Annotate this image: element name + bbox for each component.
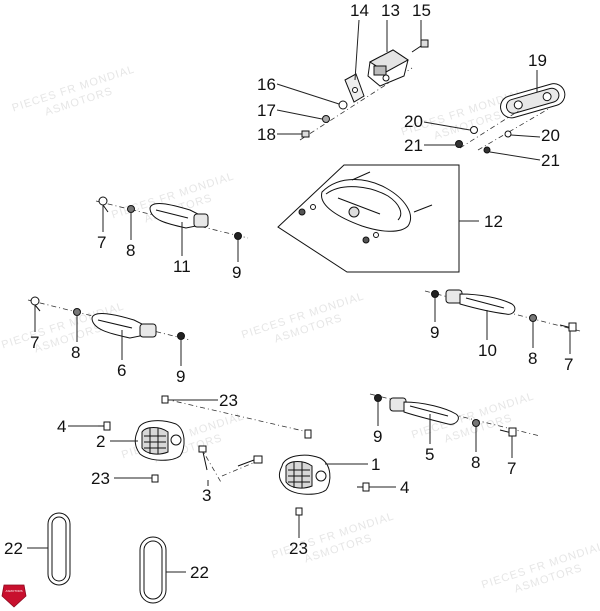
nut xyxy=(455,140,463,148)
assembly-axis xyxy=(221,459,261,477)
callout-3: 3 xyxy=(202,486,211,505)
nut xyxy=(322,115,330,123)
callout-8: 8 xyxy=(471,453,480,472)
callout-9: 9 xyxy=(430,323,439,342)
callout-18: 18 xyxy=(257,125,276,144)
assembly-axis xyxy=(199,445,223,485)
screw xyxy=(304,429,312,439)
washer xyxy=(73,308,81,316)
callout-7: 7 xyxy=(564,355,573,374)
bolt xyxy=(98,196,109,213)
callout-1: 1 xyxy=(371,455,380,474)
seal-right xyxy=(139,536,167,604)
callout-8: 8 xyxy=(71,343,80,362)
front-left-indicator-assembly xyxy=(27,296,191,341)
callout-12: 12 xyxy=(484,212,503,231)
callout-19: 19 xyxy=(528,51,547,70)
bolt xyxy=(198,445,208,471)
screw xyxy=(301,130,310,138)
leader-lines xyxy=(27,19,571,573)
callout-7: 7 xyxy=(30,333,39,352)
indicator-lamp xyxy=(445,289,516,315)
callout-21: 21 xyxy=(404,136,423,155)
callout-8: 8 xyxy=(126,241,135,260)
callout-23: 23 xyxy=(91,469,110,488)
washer xyxy=(472,419,480,427)
assembly-axis xyxy=(164,398,309,433)
callout-13: 13 xyxy=(381,1,400,20)
nut xyxy=(177,332,185,340)
headlight-fasteners xyxy=(98,395,370,516)
nut xyxy=(234,232,242,240)
plate-bracket-assembly xyxy=(455,83,566,154)
callout-10: 10 xyxy=(478,341,497,360)
nut xyxy=(374,394,382,402)
washer xyxy=(529,314,537,322)
callout-4: 4 xyxy=(400,478,409,497)
plate-light-assembly xyxy=(299,39,429,141)
callout-5: 5 xyxy=(425,445,434,464)
callout-14: 14 xyxy=(350,1,369,20)
bolt xyxy=(357,482,370,492)
callout-9: 9 xyxy=(232,263,241,282)
callout-23: 23 xyxy=(289,539,308,558)
bolt xyxy=(98,421,111,431)
rear-left-indicator-assembly xyxy=(95,196,249,240)
bracket xyxy=(344,73,365,103)
indicator-lamp xyxy=(91,313,157,339)
assembly-axis xyxy=(27,299,191,341)
callout-8: 8 xyxy=(528,349,537,368)
bolt xyxy=(30,296,41,312)
nut xyxy=(431,290,439,298)
plate-bracket xyxy=(500,83,566,119)
headlight-right xyxy=(278,454,331,495)
rear-right-indicator-assembly xyxy=(424,289,581,332)
callout-20: 20 xyxy=(404,112,423,131)
brand-logo: ASMOTORS xyxy=(1,584,27,608)
callout-2: 2 xyxy=(96,432,105,451)
screw xyxy=(411,39,429,53)
bolt xyxy=(559,322,577,332)
screw xyxy=(295,507,303,516)
callout-7: 7 xyxy=(97,233,106,252)
front-right-indicator-assembly xyxy=(369,393,541,437)
callout-16: 16 xyxy=(257,75,276,94)
washer xyxy=(470,126,478,134)
seal-left xyxy=(47,512,71,586)
callout-7: 7 xyxy=(507,459,516,478)
callout-9: 9 xyxy=(373,427,382,446)
callout-4: 4 xyxy=(57,417,66,436)
indicator-lamp xyxy=(149,203,209,229)
callout-6: 6 xyxy=(117,361,126,380)
washer xyxy=(504,130,512,138)
callout-labels: 13 14 15 16 17 18 19 20 21 20 21 12 7 8 … xyxy=(4,1,573,582)
callout-15: 15 xyxy=(412,1,431,20)
callout-21: 21 xyxy=(541,151,560,170)
screw xyxy=(151,474,159,483)
bolt xyxy=(237,455,263,467)
headlight-left xyxy=(134,420,185,461)
callout-20: 20 xyxy=(541,126,560,145)
callout-22: 22 xyxy=(190,563,209,582)
screw xyxy=(161,395,169,404)
callout-23: 23 xyxy=(219,391,238,410)
callout-9: 9 xyxy=(176,367,185,386)
assembly-axis xyxy=(477,107,551,151)
assembly-axis xyxy=(95,200,249,239)
plate-light-housing xyxy=(367,49,409,87)
rear-light-assembly xyxy=(298,171,433,244)
washer xyxy=(127,205,135,213)
indicator-lamp xyxy=(389,397,459,425)
logo-text: ASMOTORS xyxy=(6,589,23,593)
washer xyxy=(338,100,348,110)
rear-light-box xyxy=(277,164,460,273)
nut xyxy=(483,146,491,154)
bolt xyxy=(499,427,517,437)
callout-11: 11 xyxy=(173,257,191,276)
callout-22: 22 xyxy=(4,539,23,558)
callout-17: 17 xyxy=(257,101,276,120)
